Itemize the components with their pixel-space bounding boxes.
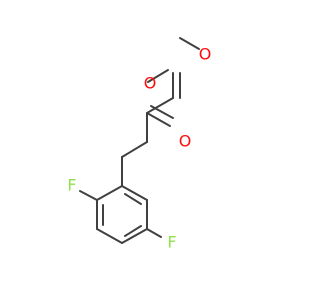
atom-label-group: O O O F F	[67, 45, 211, 252]
ring-bond-6	[121, 185, 148, 201]
bond-ketone-double-1	[146, 112, 171, 127]
ring-bond-1	[96, 185, 123, 201]
bond-ester-oxygen-carbon	[147, 69, 169, 83]
bond-alpha-to-methylene	[121, 141, 148, 158]
ring-bond-3	[96, 228, 123, 244]
atom-label-ester-oxygen: O	[199, 45, 212, 64]
aromatic-inner-bond-2	[124, 225, 142, 237]
aromatic-inner-bond-3	[124, 193, 142, 205]
bond-ketone-double-2	[150, 105, 174, 119]
atom-label-ketone-oxygen: O	[179, 132, 192, 151]
bond-ring-to-fluorine-bottom	[146, 228, 162, 238]
atom-label-fluorine-bottom: F	[167, 233, 176, 252]
atom-label-carbonyl-oxygen-top: O	[144, 74, 157, 93]
bond-group	[79, 37, 200, 244]
ring-bond-4	[121, 228, 148, 244]
chemical-structure-diagram: O O O F F	[67, 37, 212, 252]
bond-methyl-ester-oxygen	[179, 37, 200, 50]
bond-carbonyl-to-alpha	[146, 97, 174, 114]
atom-label-fluorine-left: F	[67, 176, 76, 195]
molecule-svg: O O O F F	[67, 37, 211, 252]
bond-ring-to-fluorine-left	[79, 190, 98, 201]
